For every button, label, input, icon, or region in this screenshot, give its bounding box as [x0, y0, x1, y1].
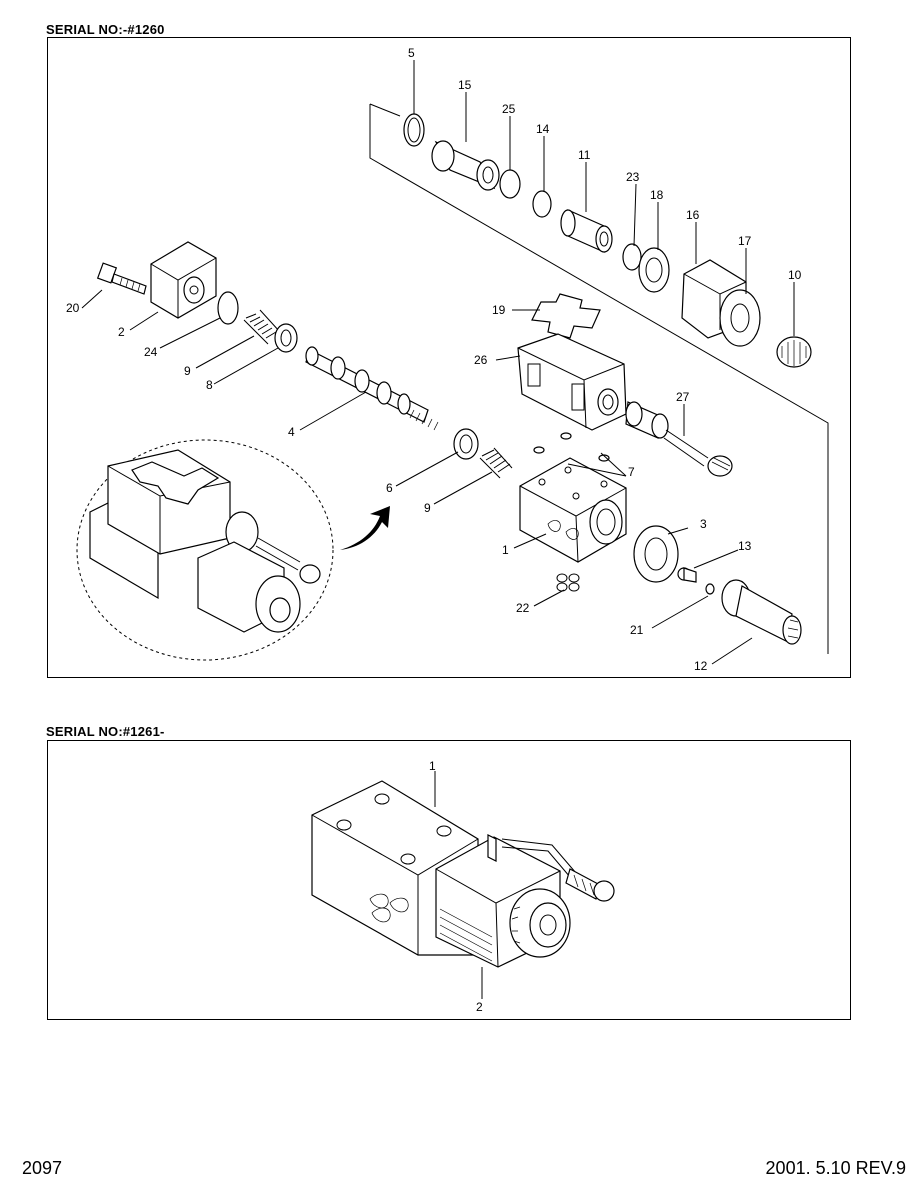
part-snap-ring	[403, 113, 425, 147]
serial-range-lower: SERIAL NO:#1261-	[46, 724, 165, 739]
callout-label: 4	[288, 425, 295, 439]
part-spool	[305, 346, 439, 431]
part-o-ring	[217, 291, 239, 325]
exploded-view-diagram: 5 15 25 14 11 23 18 16 17 10 19 26 27 20…	[66, 46, 829, 673]
callout-label: 19	[492, 303, 506, 317]
callout-label: 18	[650, 188, 664, 202]
part-spring-seat	[274, 323, 298, 353]
part-spring	[479, 447, 513, 479]
callout-label: 24	[144, 345, 158, 359]
callout-label: 22	[516, 601, 530, 615]
part-spring-seat	[453, 428, 479, 460]
part-plug	[677, 567, 697, 583]
part-o-ring-set	[556, 573, 580, 592]
part-pilot-body	[517, 333, 627, 431]
callout-label: 2	[476, 1000, 483, 1014]
page-number: 2097	[22, 1158, 63, 1178]
part-end-cover	[150, 241, 217, 319]
callout-label: 9	[424, 501, 431, 515]
callout-labels: 1 2	[429, 759, 483, 1014]
callout-leaders	[81, 60, 795, 665]
callout-label: 13	[738, 539, 752, 553]
serial-range-upper: SERIAL NO:-#1260	[46, 22, 165, 37]
part-o-ring	[622, 243, 642, 271]
callout-label: 17	[738, 234, 752, 248]
callout-label: 15	[458, 78, 472, 92]
part-connector-plug	[625, 401, 733, 477]
callout-label: 2	[118, 325, 125, 339]
part-lock-nut	[776, 336, 812, 368]
callout-labels: 5 15 25 14 11 23 18 16 17 10 19 26 27 20…	[66, 46, 802, 673]
part-washer	[638, 247, 670, 293]
callout-label: 20	[66, 301, 80, 315]
callout-label: 1	[429, 759, 436, 773]
part-bolt	[96, 262, 147, 295]
valve-assembly	[311, 780, 615, 968]
part-manual-override	[721, 579, 802, 645]
part-retaining-ring	[633, 525, 679, 583]
callout-label: 6	[386, 481, 393, 495]
callout-label: 25	[502, 102, 516, 116]
callout-label: 14	[536, 122, 550, 136]
callout-label: 1	[502, 543, 509, 557]
assembly-axis-line	[369, 104, 829, 654]
arrow-indicator	[340, 506, 390, 550]
callout-label: 12	[694, 659, 708, 673]
callout-leaders	[434, 771, 483, 999]
callout-label: 10	[788, 268, 802, 282]
revision-date: 2001. 5.10 REV.9	[765, 1158, 906, 1178]
callout-label: 23	[626, 170, 640, 184]
callout-label: 16	[686, 208, 700, 222]
callout-label: 5	[408, 46, 415, 60]
callout-label: 8	[206, 378, 213, 392]
part-gasket	[531, 293, 601, 339]
assembled-view-diagram: 1 2	[311, 759, 615, 1014]
callout-label: 21	[630, 623, 644, 637]
part-coil	[681, 259, 761, 347]
assembled-valve-inset	[76, 439, 334, 661]
exploded-view-frame: 5 15 25 14 11 23 18 16 17 10 19 26 27 20…	[47, 37, 851, 678]
part-plunger	[560, 209, 613, 253]
part-o-ring	[532, 190, 552, 218]
assembly-axis-tick	[369, 103, 401, 117]
part-o-ring	[499, 169, 521, 199]
part-solenoid-tube	[431, 140, 500, 191]
callout-label: 11	[578, 148, 591, 162]
callout-label: 3	[700, 517, 707, 531]
part-spring	[243, 309, 281, 345]
callout-label: 26	[474, 353, 488, 367]
callout-label: 9	[184, 364, 191, 378]
callout-label: 27	[676, 390, 690, 404]
callout-label: 7	[628, 465, 635, 479]
part-o-ring	[705, 583, 715, 595]
part-valve-body	[519, 457, 627, 563]
assembled-view-frame: 1 2	[47, 740, 851, 1020]
